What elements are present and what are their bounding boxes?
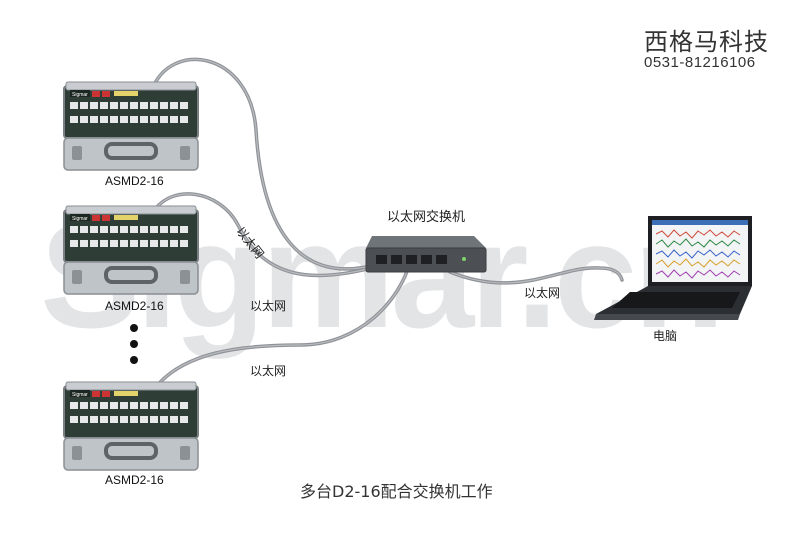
ethernet-switch: [365, 236, 487, 273]
acquisition-device-1: Sigmar: [63, 81, 199, 171]
cable-label-4: 以太网: [524, 286, 561, 300]
acquisition-device-2: Sigmar: [63, 205, 199, 295]
company-name: 西格马科技: [644, 28, 769, 56]
device-brand: Sigmar: [72, 92, 88, 98]
device-brand: Sigmar: [72, 216, 88, 222]
acquisition-device-3: Sigmar: [63, 381, 199, 471]
device-3-label: ASMD2-16: [105, 473, 164, 487]
device-2-label: ASMD2-16: [105, 299, 164, 313]
device-brand: Sigmar: [72, 392, 88, 398]
device-1-label: ASMD2-16: [105, 174, 164, 188]
phone-number: 0531-81216106: [644, 54, 756, 71]
cable-label-3: 以太网: [250, 364, 287, 378]
diagram-caption: 多台D2-16配合交换机工作: [300, 482, 493, 501]
computer-label: 电脑: [653, 329, 678, 343]
more-devices-ellipsis-icon: [130, 324, 138, 364]
switch-label: 以太网交换机: [387, 210, 466, 225]
laptop-computer: [594, 216, 752, 320]
cable-label-2: 以太网: [250, 299, 287, 313]
